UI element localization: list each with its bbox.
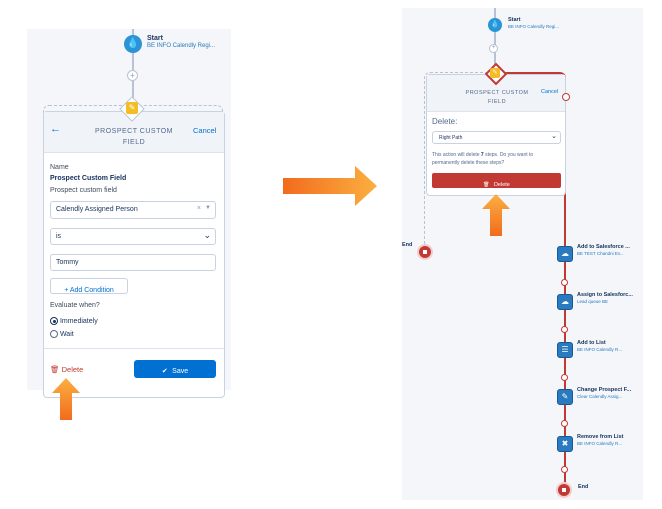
cancel-link[interactable]: Cancel [541, 89, 559, 95]
card-title: PROSPECT CUSTOM FIELD [457, 89, 537, 107]
card-title: PROSPECT CUSTOM FIELD [84, 126, 184, 148]
flow-connector [132, 29, 134, 109]
start-drop-icon: 💧 [488, 18, 502, 32]
flow-connector [494, 8, 496, 68]
path-select[interactable]: Right Path ⌄ [432, 131, 561, 144]
path-select-value: Right Path [439, 135, 463, 141]
step-title: Assign to Salesforc... [577, 292, 633, 298]
left-path-dashed [424, 72, 497, 253]
delete-confirm-card: PROSPECT CUSTOM FIELD Cancel Delete: Rig… [426, 74, 566, 196]
chevron-down-icon: ▼ [205, 205, 211, 211]
radio-wait-label: Wait [59, 330, 74, 338]
path-chevron-icon: ⌄ [551, 133, 557, 140]
custom-field-select[interactable]: Calendly Assigned Person × ▼ [50, 201, 216, 219]
right-path-plus-icon[interactable] [562, 93, 570, 101]
edit-pencil-icon[interactable]: ✎ [490, 68, 500, 78]
card-title-line1: PROSPECT CUSTOM [94, 128, 174, 135]
name-value: Prospect Custom Field [50, 175, 127, 182]
card-title-line2: FIELD [487, 99, 507, 105]
card-divider [44, 348, 224, 349]
delete-warning: This action will delete 7 steps. Do you … [432, 151, 562, 167]
left-flow-panel: 💧 Start BE INFO Calendly Regi... + ← PRO… [27, 29, 231, 398]
step-subtitle: Clear Calendly Assig... [577, 394, 623, 399]
value-input-text: Tommy [56, 259, 79, 266]
confirm-delete-label: Delete [493, 182, 510, 188]
end-left-label: End [402, 242, 413, 248]
step-title: Remove from List [577, 434, 624, 440]
start-drop-icon: 💧 [124, 35, 142, 53]
step-title: Add to List [577, 340, 606, 346]
path-plus-icon[interactable] [561, 420, 568, 427]
value-input[interactable]: Tommy [50, 254, 216, 271]
start-title: Start [147, 35, 163, 42]
end-left-stop-icon [417, 244, 433, 260]
end-right-label: End [578, 484, 589, 490]
operator-select-value: is [56, 233, 62, 240]
path-plus-icon[interactable] [561, 466, 568, 473]
path-plus-icon[interactable] [561, 326, 568, 333]
check-icon: ✔ [161, 368, 168, 375]
orange-arrow-right [283, 166, 377, 206]
right-flow-panel: 💧 Start BE INFO Calendly Regi... + PROSP… [402, 8, 643, 500]
salesforce-cloud-icon: ☁ [557, 294, 573, 310]
radio-immediately-label: Immediately [59, 317, 98, 325]
add-condition-button[interactable]: + Add Condition [50, 278, 128, 294]
orange-arrow-up-left [52, 378, 80, 420]
end-right-stop-icon [556, 482, 572, 498]
radio-wait[interactable]: Wait [50, 330, 74, 338]
pencil-icon: ✎ [557, 389, 573, 405]
warning-pre: This action will delete [432, 152, 481, 158]
step-subtitle: BE TEST Chandni Ev... [577, 251, 624, 256]
save-label: Save [172, 368, 189, 375]
path-plus-icon[interactable] [561, 374, 568, 381]
trash-icon: 🗑 [483, 182, 490, 188]
radio-selected-icon [50, 317, 58, 325]
stop-square [562, 488, 566, 492]
step-subtitle: Lead queue BE [577, 299, 609, 304]
step-title: Change Prospect F... [577, 387, 632, 393]
step-title: Add to Salesforce ... [577, 244, 630, 250]
delete-button[interactable]: 🗑 Delete [50, 365, 83, 374]
radio-unselected-icon [50, 330, 58, 338]
orange-arrow-up-right [482, 194, 510, 236]
card-title-line1: PROSPECT CUSTOM [465, 90, 529, 96]
warning-post: steps. Do you want to permanently delete… [432, 152, 534, 166]
back-arrow-icon[interactable]: ← [50, 123, 61, 135]
confirm-delete-button[interactable]: 🗑 Delete [432, 173, 561, 188]
step-subtitle: BE INFO Calendly R... [577, 441, 623, 446]
cancel-link[interactable]: Cancel [193, 126, 217, 135]
field-label: Prospect custom field [50, 187, 117, 194]
list-icon: ☰ [557, 342, 573, 358]
name-label: Name [50, 164, 69, 171]
clear-x-icon[interactable]: × [196, 205, 201, 212]
x-icon: ✖ [557, 436, 573, 452]
add-condition-label: + Add Condition [64, 287, 114, 294]
add-step-plus-icon[interactable]: + [127, 70, 138, 81]
operator-chevron-icon: ⌄ [203, 230, 211, 240]
edit-pencil-icon[interactable]: ✎ [126, 102, 138, 114]
start-title: Start [508, 17, 521, 23]
evaluate-label: Evaluate when? [50, 302, 100, 309]
start-subtitle[interactable]: BE INFO Calendly Regi... [508, 24, 560, 29]
trash-icon: 🗑 [50, 365, 60, 374]
operator-select[interactable]: is ⌄ [50, 228, 216, 245]
add-step-plus-icon[interactable]: + [489, 44, 498, 53]
card-header: ← PROSPECT CUSTOM FIELD Cancel [44, 112, 224, 153]
custom-field-select-value: Calendly Assigned Person [56, 206, 138, 213]
start-subtitle[interactable]: BE INFO Calendly Regi... [147, 43, 216, 49]
warning-count: 7 [480, 152, 484, 158]
step-subtitle: BE INFO Calendly R... [577, 347, 623, 352]
card-title-line2: FIELD [122, 139, 146, 146]
radio-immediately[interactable]: Immediately [50, 317, 98, 325]
delete-heading: Delete: [432, 117, 458, 126]
stop-square [423, 250, 427, 254]
delete-label: Delete [61, 365, 84, 374]
prospect-custom-field-card: ← PROSPECT CUSTOM FIELD Cancel Name Pros… [43, 111, 225, 398]
salesforce-cloud-icon: ☁ [557, 246, 573, 262]
path-plus-icon[interactable] [561, 279, 568, 286]
save-button[interactable]: ✔ Save [134, 360, 216, 378]
